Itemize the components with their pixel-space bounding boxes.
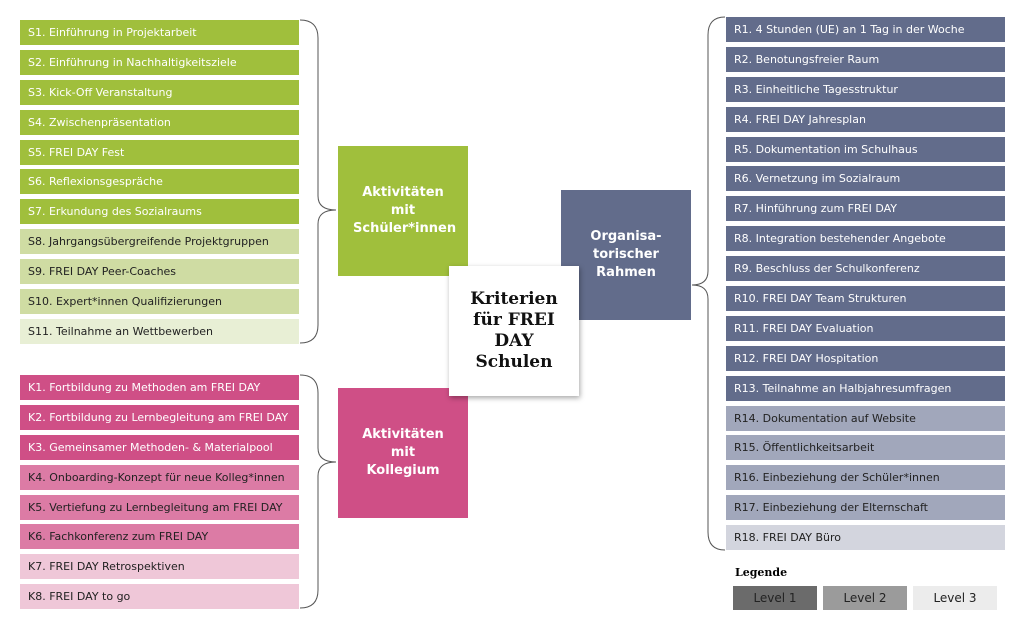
criterion-item: S6. Reflexionsgespräche [20,169,299,195]
colleagues-criteria-list: K1. Fortbildung zu Methoden am FREI DAY K… [20,375,299,614]
organisation-criteria-list: R1. 4 Stunden (UE) an 1 Tag in der Woche… [726,17,1005,555]
colleagues-brace [299,374,337,609]
criterion-item: K4. Onboarding-Konzept für neue Kolleg*i… [20,464,299,490]
criterion-item: R4. FREI DAY Jahresplan [726,106,1005,132]
criterion-item: S5. FREI DAY Fest [20,139,299,165]
criterion-item: K2. Fortbildung zu Lernbegleitung am FRE… [20,404,299,430]
criterion-item: R15. Öffentlichkeitsarbeit [726,435,1005,461]
criterion-item: R12. FREI DAY Hospitation [726,345,1005,371]
criterion-item: K3. Gemeinsamer Methoden- & Materialpool [20,434,299,460]
students-brace [299,19,337,344]
criterion-item: S10. Expert*innen Qualifizierungen [20,289,299,315]
legend-level-3: Level 3 [913,586,997,610]
criterion-item: R1. 4 Stunden (UE) an 1 Tag in der Woche [726,17,1005,42]
criterion-item: S11. Teilnahme an Wettbewerben [20,318,299,344]
criterion-item: R16. Einbeziehung der Schüler*innen [726,465,1005,491]
criterion-item: R17. Einbeziehung der Elternschaft [726,495,1005,521]
criterion-item: S3. Kick-Off Veranstaltung [20,79,299,105]
criterion-item: K5. Vertiefung zu Lernbegleitung am FREI… [20,494,299,520]
criterion-item: R14. Dokumentation auf Website [726,405,1005,431]
category-colleagues: Aktivitäten mit Kollegium [338,388,468,518]
criterion-item: R3. Einheitliche Tagesstruktur [726,76,1005,102]
criterion-item: R7. Hinführung zum FREI DAY [726,196,1005,222]
criterion-item: R5. Dokumentation im Schulhaus [726,136,1005,162]
criterion-item: S2. Einführung in Nachhaltigkeitsziele [20,49,299,75]
criterion-item: R6. Vernetzung im Sozialraum [726,166,1005,192]
criterion-item: S8. Jahrgangsübergreifende Projektgruppe… [20,229,299,255]
criterion-item: R18. FREI DAY Büro [726,525,1005,551]
criterion-item: S4. Zwischenpräsentation [20,109,299,135]
criterion-item: R10. FREI DAY Team Strukturen [726,286,1005,312]
criterion-item: S9. FREI DAY Peer-Coaches [20,259,299,285]
criterion-item: R9. Beschluss der Schulkonferenz [726,256,1005,282]
category-organisation: Organisa-torischer Rahmen [561,190,691,320]
legend-title: Legende [735,566,788,579]
center-title: Kriterien für FREI DAY Schulen [449,266,579,396]
organisation-brace [691,16,726,551]
criterion-item: R11. FREI DAY Evaluation [726,315,1005,341]
category-students: Aktivitäten mit Schüler*innen [338,146,468,276]
criterion-item: S1. Einführung in Projektarbeit [20,20,299,45]
criterion-item: R13. Teilnahme an Halbjahresumfragen [726,375,1005,401]
criterion-item: K6. Fachkonferenz zum FREI DAY [20,524,299,550]
criterion-item: K1. Fortbildung zu Methoden am FREI DAY [20,375,299,400]
criterion-item: R2. Benotungsfreier Raum [726,46,1005,72]
legend-level-1: Level 1 [733,586,817,610]
criterion-item: K8. FREI DAY to go [20,584,299,610]
legend-level-2: Level 2 [823,586,907,610]
criterion-item: S7. Erkundung des Sozialraums [20,199,299,225]
criterion-item: R8. Integration bestehender Angebote [726,226,1005,252]
criterion-item: K7. FREI DAY Retrospektiven [20,554,299,580]
